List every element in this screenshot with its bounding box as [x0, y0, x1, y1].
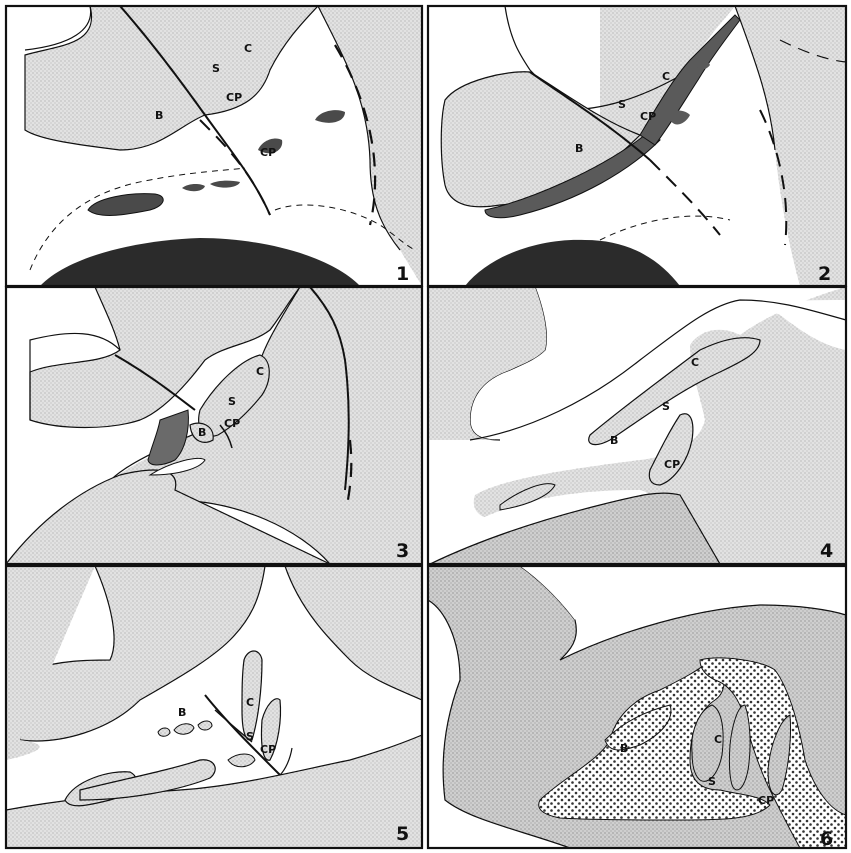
panel-1-upper-tissue — [25, 6, 318, 150]
panel-3-label-cp: CP — [224, 417, 240, 430]
panel-1-number: 1 — [396, 263, 409, 285]
panel-5: B C S CP 5 — [6, 566, 422, 848]
panel-5-number: 5 — [396, 823, 409, 845]
panel-1-label-b: B — [155, 109, 163, 122]
panel-1: C S CP B CP 1 — [25, 6, 422, 286]
panel-5-label-s: S — [246, 730, 254, 743]
panel-3: C S B CP 3 — [6, 287, 422, 564]
panel-4: C S B CP 4 — [428, 287, 846, 564]
panel-5-label-b: B — [178, 706, 186, 719]
panel-6-number: 6 — [820, 828, 833, 850]
panel-4-label-s: S — [662, 400, 670, 413]
panel-2-dark-mass — [465, 240, 680, 286]
panel-1-label-cp: CP — [226, 91, 242, 104]
panel-4-number: 4 — [820, 540, 833, 562]
panel-2-label-b: B — [575, 142, 583, 155]
panel-6-label-b: B — [620, 742, 628, 755]
panel-6-label-c: C — [714, 733, 722, 746]
panel-1-label-s: S — [212, 62, 220, 75]
panel-1-label-c: C — [244, 42, 252, 55]
panel-1-dark-mass — [40, 238, 360, 286]
panel-5-upper-right-tissue — [285, 566, 422, 700]
panel-3-label-b: B — [198, 426, 206, 439]
panel-5-label-c: C — [246, 696, 254, 709]
panel-6: C B S CP 6 — [428, 566, 846, 850]
panel-5-label-cp: CP — [260, 743, 276, 756]
panel-4-label-cp: CP — [664, 458, 680, 471]
panel-2: C S CP B 2 — [428, 6, 846, 286]
panel-1-upper-right-tissue — [318, 6, 422, 286]
panel-2-number: 2 — [818, 263, 831, 285]
panel-6-label-s: S — [708, 775, 716, 788]
panel-4-label-c: C — [691, 356, 699, 369]
panel-3-label-s: S — [228, 395, 236, 408]
panel-3-label-c: C — [256, 365, 264, 378]
panel-2-upper-right-tissue — [735, 6, 846, 286]
panel-2-label-s: S — [618, 98, 626, 111]
panel-6-label-cp: CP — [758, 794, 774, 807]
panel-4-label-b: B — [610, 434, 618, 447]
panel-2-label-cp: CP — [640, 110, 656, 123]
panel-3-number: 3 — [396, 540, 409, 562]
panel-1-label-cp-2: CP — [260, 146, 276, 159]
panel-2-label-c: C — [662, 70, 670, 83]
panel-5-lower-tissue — [6, 735, 422, 848]
